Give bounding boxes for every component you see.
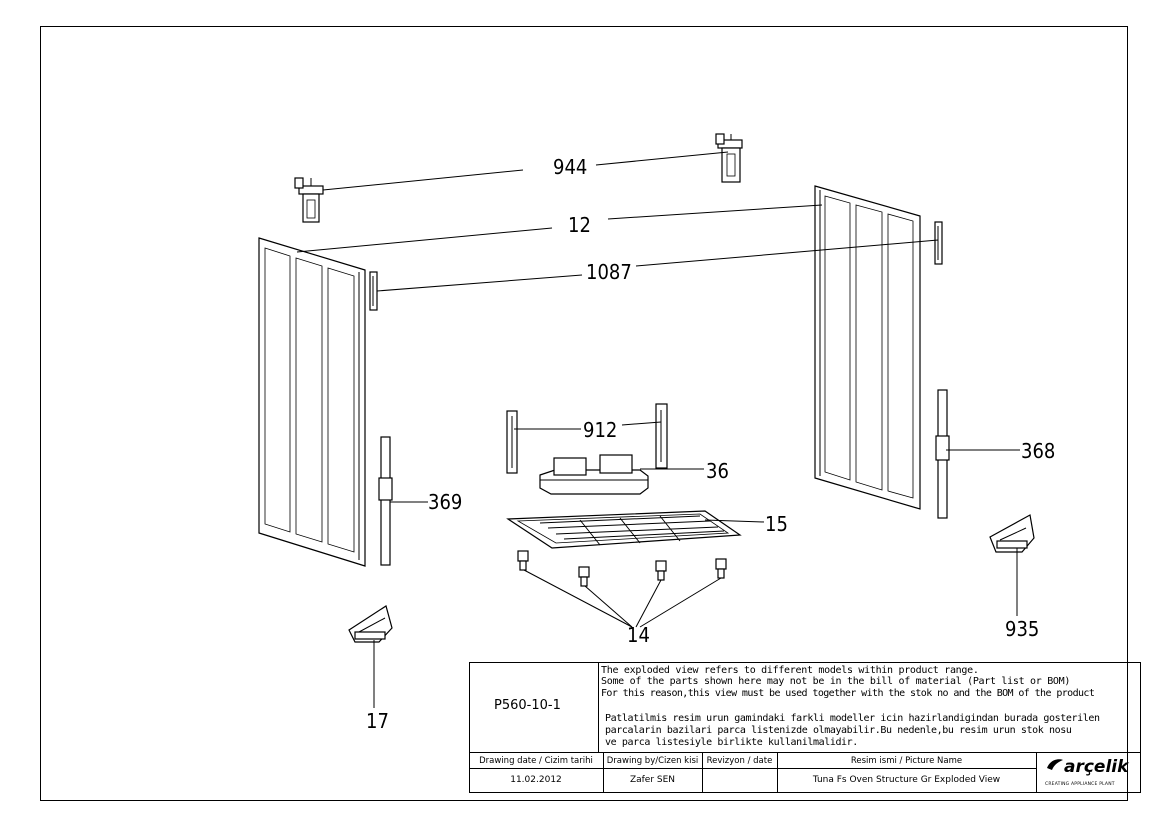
- arcelik-logo: arçelik: [1064, 757, 1129, 777]
- callout-944: 944: [553, 155, 587, 179]
- part-17-corner-bracket: [348, 605, 393, 643]
- callout-36: 36: [706, 459, 729, 483]
- header-revision: Revizyon / date: [706, 756, 773, 766]
- part-944-left-hinge: [294, 177, 324, 223]
- callout-912: 912: [583, 418, 617, 442]
- part-912-left-bracket: [506, 410, 518, 474]
- arcelik-slogan: CREATING APPLIANCE PLANT: [1045, 782, 1115, 787]
- value-drawing-date: 11.02.2012: [510, 775, 562, 785]
- part-944-right-hinge: [715, 133, 743, 183]
- leader-lines: [296, 151, 1020, 708]
- note-en-line-3: For this reason,this view must be used t…: [601, 688, 1095, 699]
- note-tr-line-3: ve parca listesiyle birlikte kullanilmal…: [605, 737, 858, 748]
- callout-15: 15: [765, 512, 788, 536]
- value-picture-name: Tuna Fs Oven Structure Gr Exploded View: [812, 775, 1001, 785]
- part-369-left-rail: [378, 436, 393, 566]
- callout-369: 369: [428, 490, 462, 514]
- part-14-feet: [517, 550, 727, 587]
- callout-17: 17: [366, 709, 389, 733]
- part-935-corner-bracket: [989, 514, 1035, 553]
- note-en-line-2: Some of the parts shown here may not be …: [601, 676, 1071, 687]
- header-drawing-date: Drawing date / Cizim tarihi: [479, 756, 593, 766]
- part-15-base-tray: [506, 510, 742, 549]
- note-tr-line-2: parcalarin bazilari parca listenizde olm…: [605, 725, 1072, 736]
- drawing-number: P560-10-1: [494, 698, 561, 713]
- part-1087-right-bracket: [934, 221, 943, 265]
- part-12-left-side-panel: [258, 237, 366, 567]
- header-drawing-by: Drawing by/Cizen kisi: [606, 756, 699, 766]
- part-912-right-bracket: [655, 403, 668, 469]
- value-drawing-by: Zafer SEN: [629, 775, 676, 785]
- header-picture-name: Resim ismi / Picture Name: [850, 756, 963, 766]
- part-36-cover: [539, 454, 649, 495]
- callout-1087: 1087: [586, 260, 632, 284]
- callout-368: 368: [1021, 439, 1055, 463]
- part-368-right-rail: [935, 389, 950, 519]
- callout-14: 14: [627, 623, 650, 647]
- note-tr-line-1: Patlatilmis resim urun gamindaki farkli …: [605, 713, 1100, 724]
- part-1087-left-bracket: [369, 271, 378, 311]
- title-block-grid: [469, 662, 1141, 793]
- part-12-right-side-panel: [814, 185, 921, 510]
- arcelik-logo-mark: [1047, 759, 1063, 770]
- note-en-line-1: The exploded view refers to different mo…: [601, 665, 979, 676]
- callout-935: 935: [1005, 617, 1039, 641]
- callout-12: 12: [568, 213, 591, 237]
- drawing-border: [40, 26, 1128, 801]
